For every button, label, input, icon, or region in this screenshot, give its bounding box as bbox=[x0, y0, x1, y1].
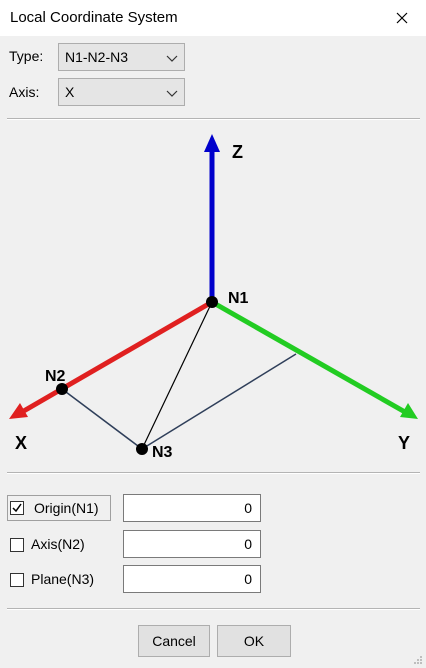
x-axis-label: X bbox=[15, 433, 27, 453]
separator bbox=[7, 472, 420, 474]
plane-value-field[interactable]: 0 bbox=[123, 565, 261, 593]
n1-n3-line bbox=[141, 301, 213, 450]
title-bar: Local Coordinate System bbox=[0, 0, 426, 36]
axis-offset-value: 0 bbox=[244, 536, 252, 552]
x-arrowhead bbox=[9, 403, 28, 419]
y-arrowhead bbox=[400, 403, 418, 419]
plane-checkbox[interactable] bbox=[10, 573, 24, 587]
origin-value-field[interactable]: 0 bbox=[123, 494, 261, 522]
axis-value: X bbox=[65, 84, 75, 100]
close-icon bbox=[396, 12, 408, 24]
z-arrowhead bbox=[204, 134, 220, 152]
chevron-down-icon bbox=[166, 90, 178, 97]
type-label: Type: bbox=[9, 48, 44, 64]
checkmark-icon bbox=[12, 503, 22, 513]
type-value: N1-N2-N3 bbox=[65, 49, 129, 65]
coordinate-diagram: Z X Y N1 N2 N3 bbox=[9, 134, 418, 461]
separator bbox=[7, 608, 420, 610]
ok-button[interactable]: OK bbox=[217, 625, 291, 657]
origin-checkbox[interactable] bbox=[10, 501, 24, 515]
chevron-down-icon bbox=[166, 55, 178, 62]
z-axis-label: Z bbox=[232, 142, 243, 162]
plane-value: 0 bbox=[244, 571, 252, 587]
axis-value-field[interactable]: 0 bbox=[123, 530, 261, 558]
origin-label: Origin(N1) bbox=[34, 500, 99, 516]
node-n1 bbox=[206, 296, 218, 308]
y-axis bbox=[210, 299, 407, 415]
axis-checkbox[interactable] bbox=[10, 538, 24, 552]
n1-label: N1 bbox=[228, 290, 249, 307]
axis-dropdown[interactable]: X bbox=[58, 78, 185, 106]
axis-checkbox-label: Axis(N2) bbox=[31, 536, 85, 552]
resize-grip-icon[interactable] bbox=[413, 655, 423, 665]
origin-value: 0 bbox=[244, 500, 252, 516]
axis-label: Axis: bbox=[9, 84, 40, 100]
n2-n3-line bbox=[61, 388, 143, 450]
type-dropdown[interactable]: N1-N2-N3 bbox=[58, 43, 185, 71]
close-button[interactable] bbox=[388, 4, 416, 32]
x-axis bbox=[20, 299, 214, 415]
n3-label: N3 bbox=[152, 444, 173, 461]
origin-checkbox-row[interactable]: Origin(N1) bbox=[7, 495, 111, 521]
cancel-button[interactable]: Cancel bbox=[138, 625, 210, 657]
node-n3 bbox=[136, 443, 148, 455]
y-axis-label: Y bbox=[398, 433, 410, 453]
n3-y-line bbox=[141, 353, 297, 450]
node-n2 bbox=[56, 383, 68, 395]
separator bbox=[7, 118, 420, 120]
plane-checkbox-label: Plane(N3) bbox=[31, 571, 95, 587]
window-title: Local Coordinate System bbox=[10, 9, 178, 26]
n2-label: N2 bbox=[45, 368, 66, 385]
